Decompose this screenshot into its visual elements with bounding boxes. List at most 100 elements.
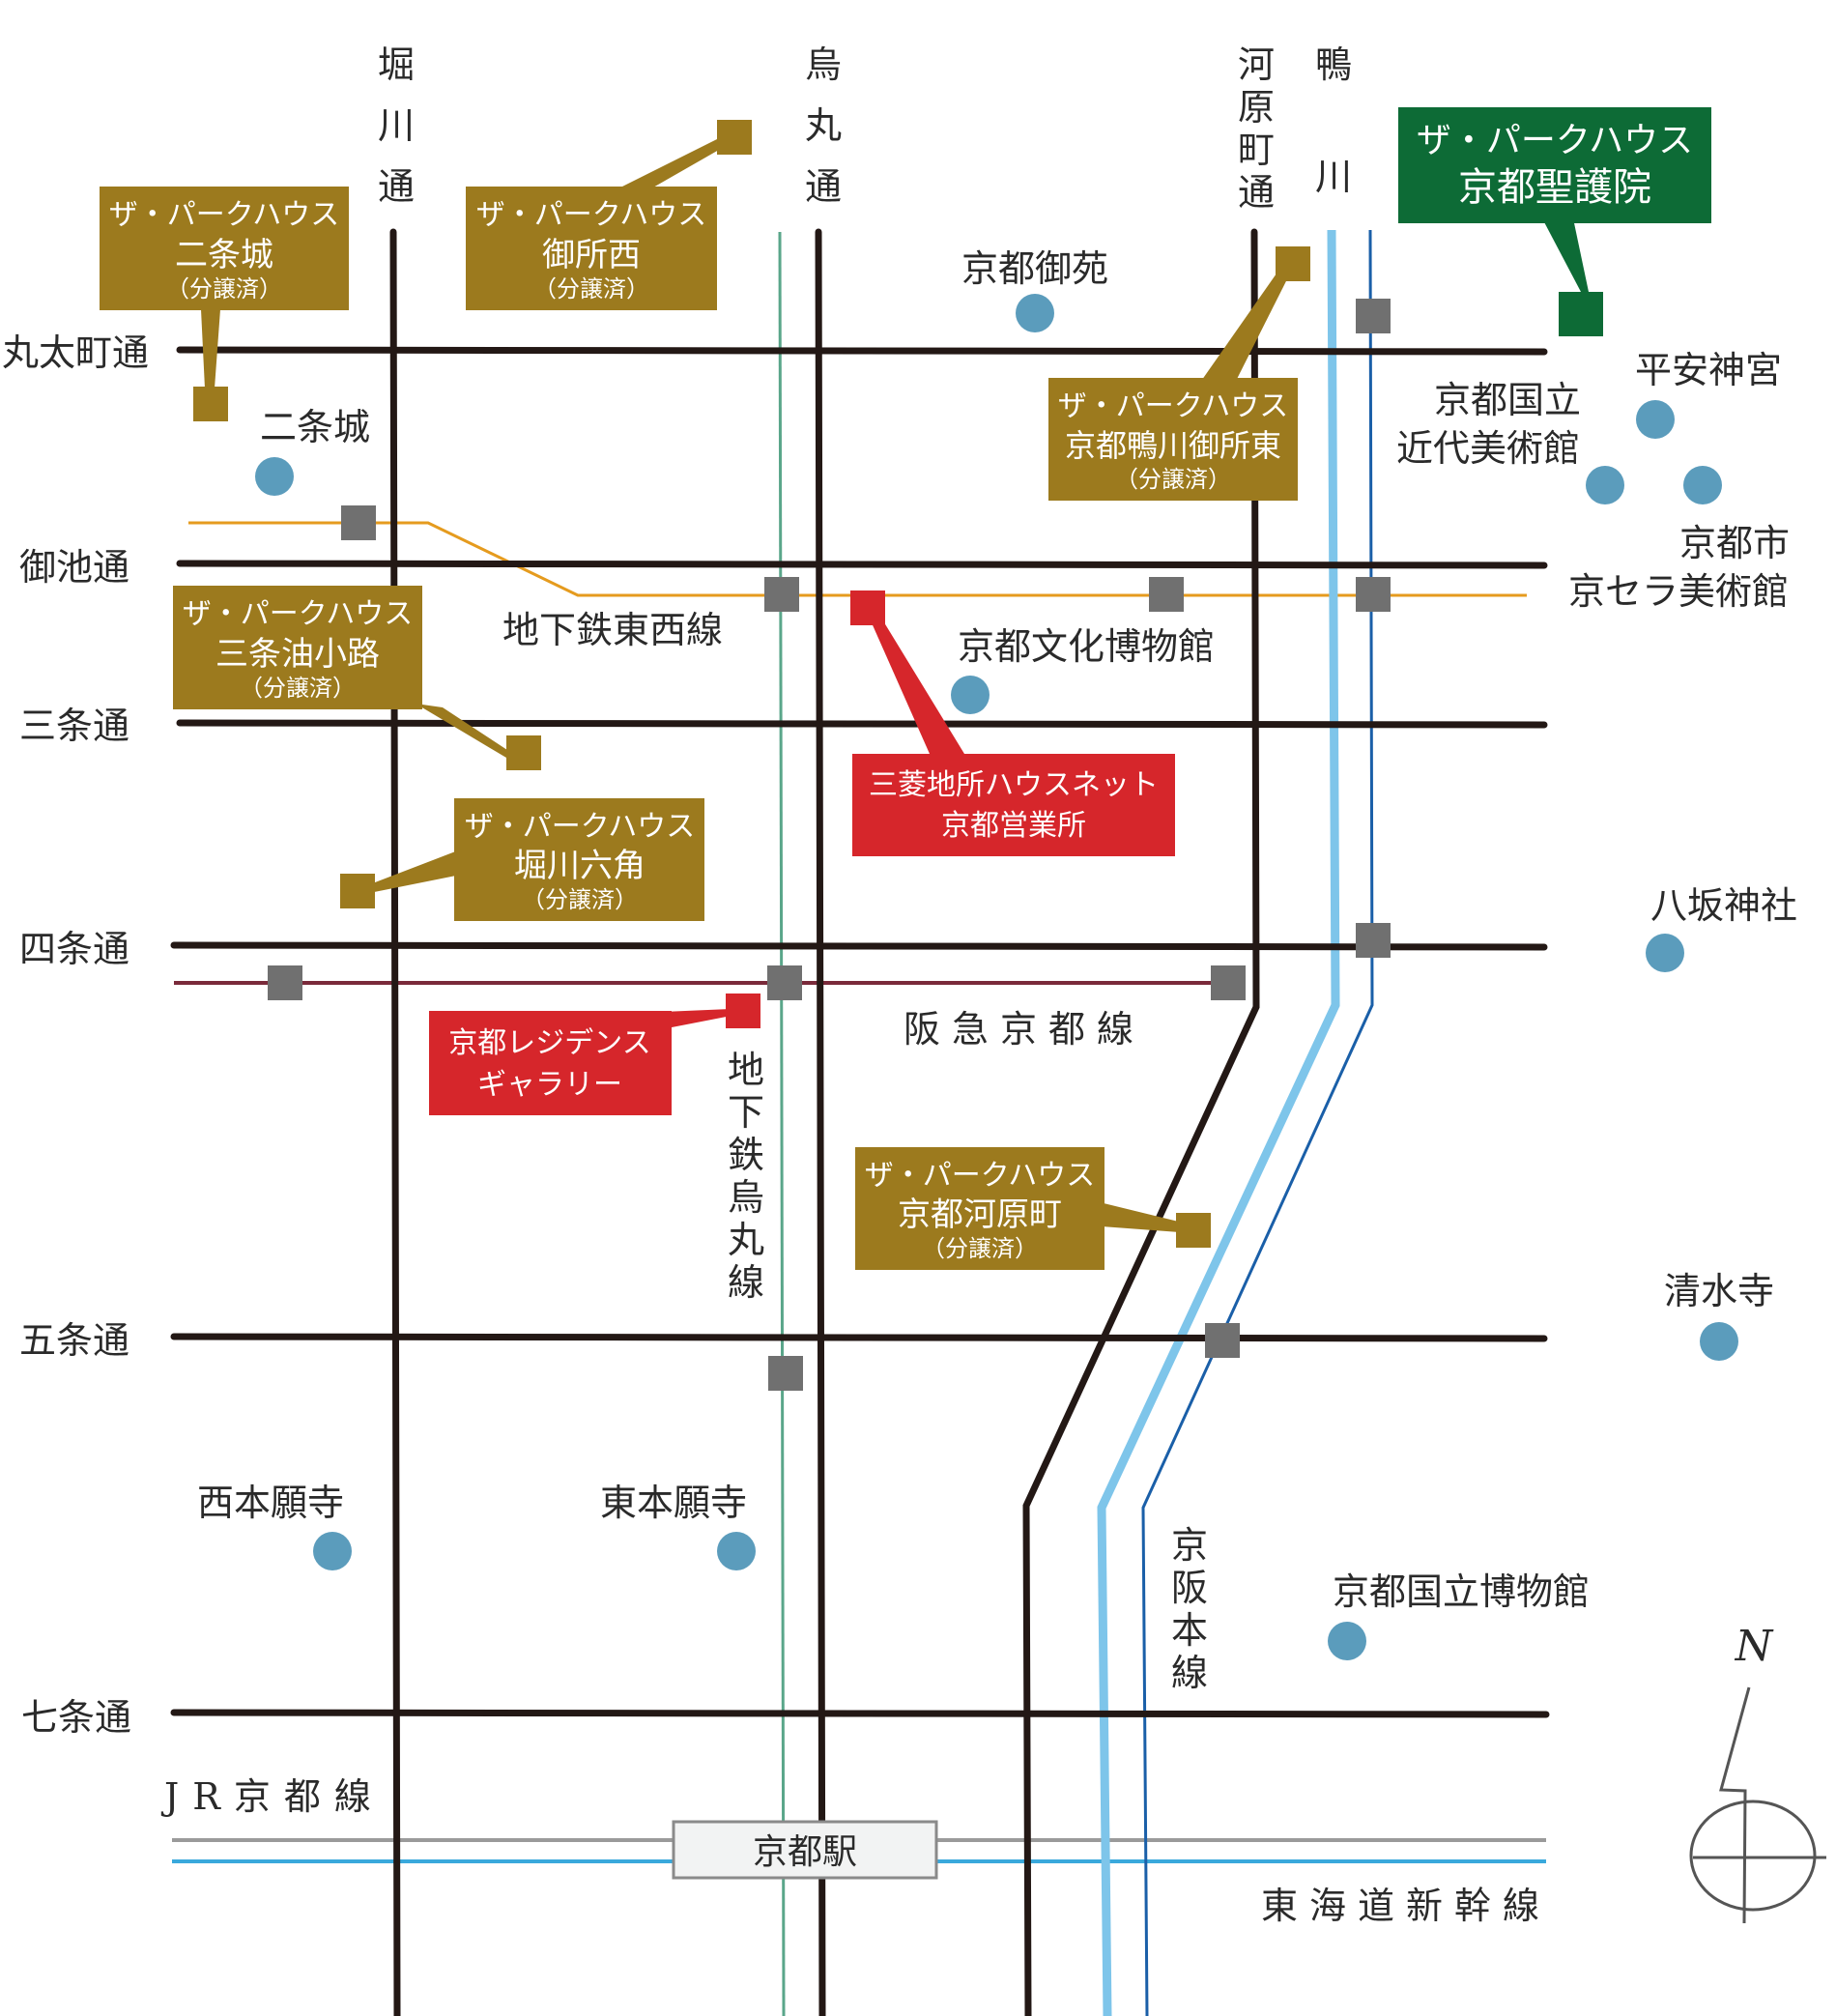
property-marker-nijojo[interactable]	[193, 387, 228, 421]
landmark-dot-nishihongan[interactable]	[313, 1532, 352, 1570]
callout-seigoin[interactable]: ザ・パークハウス 京都聖護院	[1398, 107, 1711, 223]
callout-name: ザ・パークハウス	[1058, 389, 1289, 423]
callout-note: （分譲済）	[240, 675, 356, 702]
featured-name: ザ・パークハウス	[1417, 121, 1693, 160]
office-callout-box[interactable]	[429, 1011, 672, 1115]
karasuma-subway-line	[778, 231, 786, 2016]
road-marutamachi	[176, 346, 1548, 356]
road-shichijo	[170, 1709, 1550, 1718]
station-marker	[767, 965, 802, 1000]
karasuma-line-label: 地下鉄烏丸線	[728, 1049, 764, 1304]
landmark-label-yasaka: 八坂神社	[1650, 884, 1797, 927]
station-marker	[1356, 577, 1391, 612]
callout-name: ザ・パークハウス	[183, 597, 414, 631]
callout-aburanokoji[interactable]: ザ・パークハウス 三条油小路 （分譲済）	[173, 586, 422, 709]
callout-kawaramachi[interactable]: ザ・パークハウス 京都河原町 （分譲済）	[855, 1147, 1104, 1270]
landmark-dot-nijojo[interactable]	[255, 457, 294, 496]
callout-office-housenet[interactable]: 三菱地所ハウスネット 京都営業所	[852, 754, 1175, 856]
landmark-label-kyocera-1: 京都市	[1679, 522, 1790, 564]
property-markers	[193, 120, 1603, 1248]
landmark-label-higashihongan: 東本願寺	[600, 1482, 747, 1524]
callout-note: （分譲済）	[166, 275, 282, 302]
road-horikawa	[389, 228, 401, 2016]
station-marker	[1356, 923, 1391, 958]
featured-marker-seigoin[interactable]	[1559, 292, 1603, 336]
landmark-label-nijojo: 二条城	[260, 406, 370, 448]
callout-box[interactable]	[454, 798, 704, 921]
landmark-label-gyoen: 京都御苑	[961, 247, 1108, 290]
road-kawaramachi	[1022, 228, 1260, 2016]
street-label-gojo: 五条通	[19, 1319, 129, 1362]
property-marker-aburanokoji[interactable]	[506, 735, 541, 770]
kyoto-station[interactable]: 京都駅	[672, 1820, 938, 1880]
road-oike	[176, 560, 1548, 569]
landmark-label-nishihongan: 西本願寺	[197, 1482, 344, 1524]
tozai-line-label: 地下鉄東西線	[502, 609, 723, 651]
landmark-dot-hakubutsukan[interactable]	[1328, 1622, 1366, 1660]
landmark-label-bunka: 京都文化博物館	[958, 625, 1215, 668]
landmark-dot-kyocera[interactable]	[1683, 466, 1722, 504]
shinkansen-line-label: 東海道新幹線	[1261, 1885, 1551, 1927]
street-label-horikawa: 堀川通	[378, 43, 415, 208]
landmark-dot-gyoen[interactable]	[1016, 294, 1054, 332]
office-marker-gallery[interactable]	[726, 994, 760, 1028]
leader-nijojo	[201, 309, 220, 389]
office-line2: 京都営業所	[941, 809, 1086, 843]
leader-aburanokoji	[416, 704, 510, 758]
callout-kamogawa[interactable]: ザ・パークハウス 京都鴨川御所東 （分譲済）	[1048, 378, 1298, 501]
callout-box[interactable]	[173, 586, 422, 709]
landmark-dot-heian[interactable]	[1636, 400, 1675, 439]
leader-seigoin	[1542, 218, 1589, 292]
property-marker-kamogawa[interactable]	[1276, 246, 1310, 281]
station-marker	[1149, 577, 1184, 612]
landmark-dot-yasaka[interactable]	[1646, 934, 1684, 972]
callout-name: ザ・パークハウス	[476, 198, 707, 232]
callout-sub: 京都鴨川御所東	[1065, 427, 1281, 464]
street-label-kawaramachi: 河原町通	[1238, 43, 1275, 214]
featured-callout-box[interactable]	[1398, 107, 1711, 223]
landmark-dot-higashihongan[interactable]	[717, 1532, 756, 1570]
callout-sub: 堀川六角	[514, 847, 645, 885]
callout-note: （分譲済）	[1115, 466, 1231, 493]
property-marker-goshonishi[interactable]	[717, 120, 752, 155]
callout-nijojo[interactable]: ザ・パークハウス 二条城 （分譲済）	[100, 187, 349, 310]
property-callouts: ザ・パークハウス 二条城 （分譲済） ザ・パークハウス 御所西 （分譲済） ザ・…	[100, 107, 1711, 1270]
callout-goshonishi[interactable]: ザ・パークハウス 御所西 （分譲済）	[466, 187, 717, 310]
callout-box[interactable]	[466, 187, 717, 310]
property-marker-kawaramachi[interactable]	[1176, 1213, 1211, 1248]
callout-box[interactable]	[100, 187, 349, 310]
compass-north-label: N	[1735, 1622, 1774, 1671]
compass: N	[1689, 1622, 1826, 1924]
callout-box[interactable]	[1048, 378, 1298, 501]
landmark-label-kyocera-2: 京セラ美術館	[1568, 570, 1789, 613]
landmark-label-kiyomizu: 清水寺	[1664, 1270, 1774, 1312]
office-callout-box[interactable]	[852, 754, 1175, 856]
callout-note: （分譲済）	[522, 886, 638, 913]
callout-office-gallery[interactable]: 京都レジデンス ギャラリー	[429, 1011, 672, 1115]
landmarks: 京都御苑 二条城 平安神宮 京都国立 近代美術館 京都市 京セラ美術館 京都文化…	[197, 247, 1797, 1660]
station-marker	[268, 965, 302, 1000]
landmark-dot-bunka[interactable]	[951, 676, 990, 714]
station-marker	[768, 1356, 803, 1391]
callout-name: ザ・パークハウス	[109, 198, 340, 232]
property-marker-rokkaku[interactable]	[340, 874, 375, 908]
kyoto-station-box[interactable]	[672, 1820, 938, 1880]
landmark-dot-kiyomizu[interactable]	[1700, 1322, 1738, 1361]
street-label-karasuma: 烏丸通	[805, 43, 842, 208]
office-marker-housenet[interactable]	[850, 590, 885, 625]
office-line2: ギャラリー	[477, 1068, 622, 1102]
callout-sub: 二条城	[175, 236, 273, 274]
callout-sub: 京都河原町	[898, 1195, 1062, 1234]
tozai-line	[188, 521, 1527, 597]
keihan-line-label: 京阪本線	[1171, 1524, 1208, 1694]
kyoto-station-label: 京都駅	[753, 1832, 857, 1872]
callout-sub: 御所西	[542, 236, 641, 274]
leader-office-housenet	[870, 615, 964, 754]
callout-box[interactable]	[855, 1147, 1104, 1270]
callout-rokkaku[interactable]: ザ・パークハウス 堀川六角 （分譲済）	[454, 798, 704, 921]
compass-needle-icon	[1719, 1686, 1751, 1924]
landmark-dot-kindai[interactable]	[1586, 466, 1624, 504]
callout-note: （分譲済）	[922, 1235, 1038, 1262]
